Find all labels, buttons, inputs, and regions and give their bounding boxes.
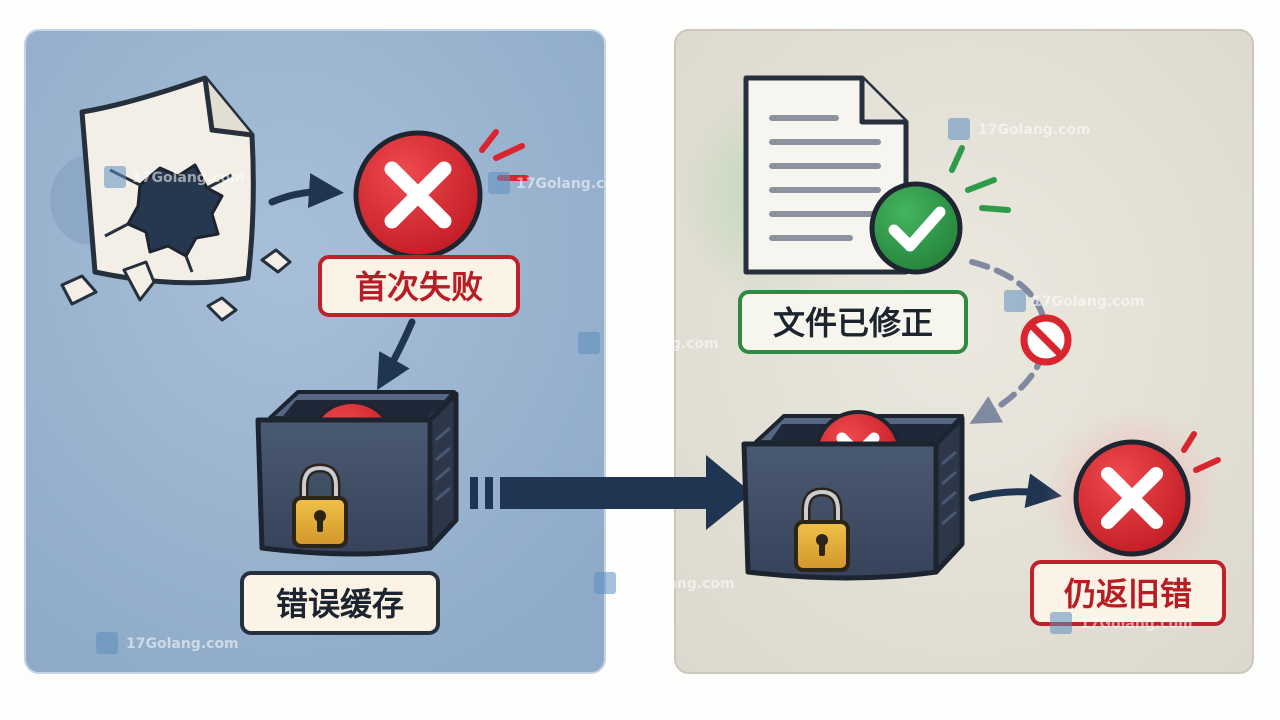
watermark: 17Golang.com: [1050, 612, 1193, 634]
cache-box-icon-right: [741, 410, 965, 581]
check-icon: [869, 145, 1011, 275]
svg-text:17Golang.com: 17Golang.com: [606, 336, 719, 352]
watermark: 17Golang.com: [104, 166, 245, 188]
svg-text:17Golang.com: 17Golang.com: [1080, 616, 1193, 632]
no-entry-icon: [1020, 314, 1072, 366]
svg-text:17Golang.com: 17Golang.com: [132, 170, 245, 186]
arrow-cache-to-still-error: [968, 473, 1062, 509]
still-error-text: 仍返旧错: [1064, 575, 1192, 613]
svg-text:17Golang.com: 17Golang.com: [978, 122, 1091, 138]
arrow-file-to-error: [268, 173, 344, 209]
transfer-arrow: [470, 455, 752, 530]
watermark: 17Golang.com: [96, 632, 239, 654]
padlock-icon: [292, 463, 348, 548]
watermark: 17Golang.com: [578, 332, 719, 354]
svg-text:17Golang.com: 17Golang.com: [622, 576, 735, 592]
error-x-icon: [353, 129, 529, 260]
svg-text:17Golang.com: 17Golang.com: [516, 176, 629, 192]
svg-text:17Golang.com: 17Golang.com: [1032, 294, 1145, 310]
error-cache-text: 错误缓存: [276, 585, 404, 623]
padlock-icon-right: [794, 487, 850, 572]
error-cache-label: 错误缓存: [240, 571, 440, 635]
svg-text:17Golang.com: 17Golang.com: [126, 636, 239, 652]
watermark: 17Golang.com: [488, 172, 629, 194]
torn-file-icon: [50, 75, 292, 322]
first-failure-text: 首次失败: [355, 268, 483, 306]
file-fixed-text: 文件已修正: [773, 304, 933, 342]
cache-box-icon: [255, 390, 459, 557]
watermark: 17Golang.com: [594, 572, 735, 594]
first-failure-label: 首次失败: [318, 255, 520, 317]
still-error-label: 仍返旧错: [1030, 560, 1226, 626]
arrow-failure-to-cache: [377, 318, 416, 391]
watermark: 17Golang.com: [948, 118, 1091, 140]
file-fixed-label: 文件已修正: [738, 290, 968, 354]
watermark: 17Golang.com: [1004, 290, 1145, 312]
still-error-x-icon: [1073, 431, 1221, 557]
